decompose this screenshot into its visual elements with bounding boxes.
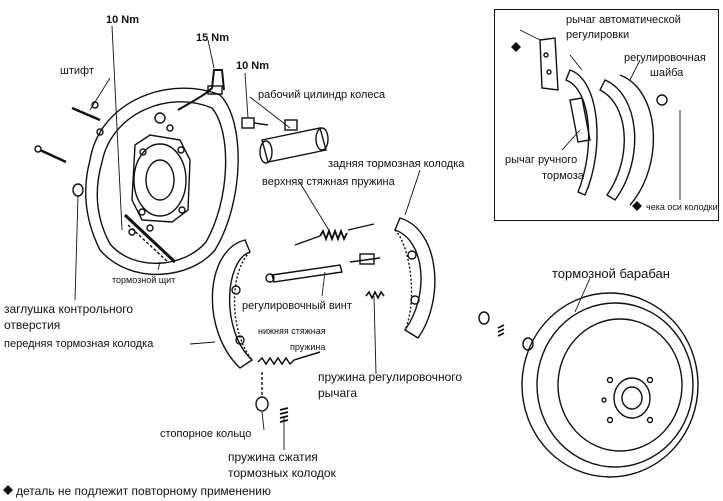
- brake-line: [177, 69, 225, 111]
- torque-label-10-left: 10 Nm: [106, 14, 140, 26]
- c-washer-part: [255, 372, 269, 412]
- brake-drum-label: тормозной барабан: [552, 266, 670, 281]
- brake-drum-part: [521, 292, 699, 478]
- wheel-cylinder: [259, 119, 329, 164]
- lower-spring-label-line2: пружина: [290, 342, 326, 352]
- drum-side-parts: [478, 311, 534, 351]
- adjuster-lever-spring-label-line2: рычага: [318, 386, 358, 400]
- inspection-plug-label-line1: заглушка контрольного: [4, 302, 134, 316]
- inset-adj-washer-label-line2: шайба: [650, 67, 684, 79]
- inset-adj-washer-label-line1: регулировочная: [624, 52, 706, 64]
- inset-auto-lever-label-line1: рычаг автоматической: [566, 14, 681, 26]
- front-brake-shoe: [211, 239, 254, 369]
- leader-lines: [74, 25, 591, 450]
- footnote-text: деталь не подлежит повторному применению: [16, 484, 271, 498]
- upper-return-spring: [294, 223, 375, 246]
- torque-label-10-right: 10 Nm: [236, 60, 270, 72]
- torque-label-15: 15 Nm: [196, 32, 230, 44]
- inset-box: [494, 9, 719, 221]
- wheel-cylinder-label: рабочий цилиндр колеса: [258, 89, 386, 101]
- diamond-marker-footnote: [3, 485, 13, 495]
- rear-shoe-label: задняя тормозная колодка: [328, 158, 465, 170]
- hold-down-spring: [279, 407, 289, 423]
- inset-parking-lever-label-line2: тормоза: [542, 170, 584, 182]
- diamond-marker-inset-bottom: [632, 201, 642, 211]
- adjuster-lever-spring-label-line1: пружина регулировочного: [318, 370, 463, 384]
- front-shoe-label: передняя тормозная колодка: [4, 338, 154, 350]
- inset-auto-lever-label-line2: регулировки: [566, 29, 630, 41]
- backing-plate: [85, 87, 239, 276]
- pin-label: штифт: [60, 65, 94, 77]
- inset-shoe-pin-label: чека оси колодки: [646, 202, 718, 212]
- hold-spring-label-line2: тормозных колодок: [228, 466, 336, 480]
- adjusting-screw-label: регулировочный винт: [242, 300, 352, 312]
- lower-return-spring: [257, 351, 321, 366]
- diamond-marker-inset-top: [511, 42, 521, 52]
- cylinder-bolt: [241, 117, 269, 129]
- adjusting-screw-part: [265, 253, 381, 283]
- inset-drawing: [519, 29, 681, 206]
- upper-spring-label: верхняя стяжная пружина: [262, 176, 395, 188]
- brake-line-fitting: [207, 85, 223, 95]
- inset-parking-lever-label-line1: рычаг ручного: [505, 154, 578, 166]
- lower-spring-label-line1: нижняя стяжная: [258, 326, 326, 336]
- hold-spring-label-line1: пружина сжатия: [228, 450, 318, 464]
- c-washer-label: стопорное кольцо: [160, 428, 252, 440]
- backing-plate-label: тормозной щит: [112, 275, 176, 285]
- adjuster-lever-spring-part: [365, 290, 385, 300]
- rear-brake-shoe: [394, 217, 436, 339]
- inspection-plug-label-line2: отверстия: [4, 318, 61, 332]
